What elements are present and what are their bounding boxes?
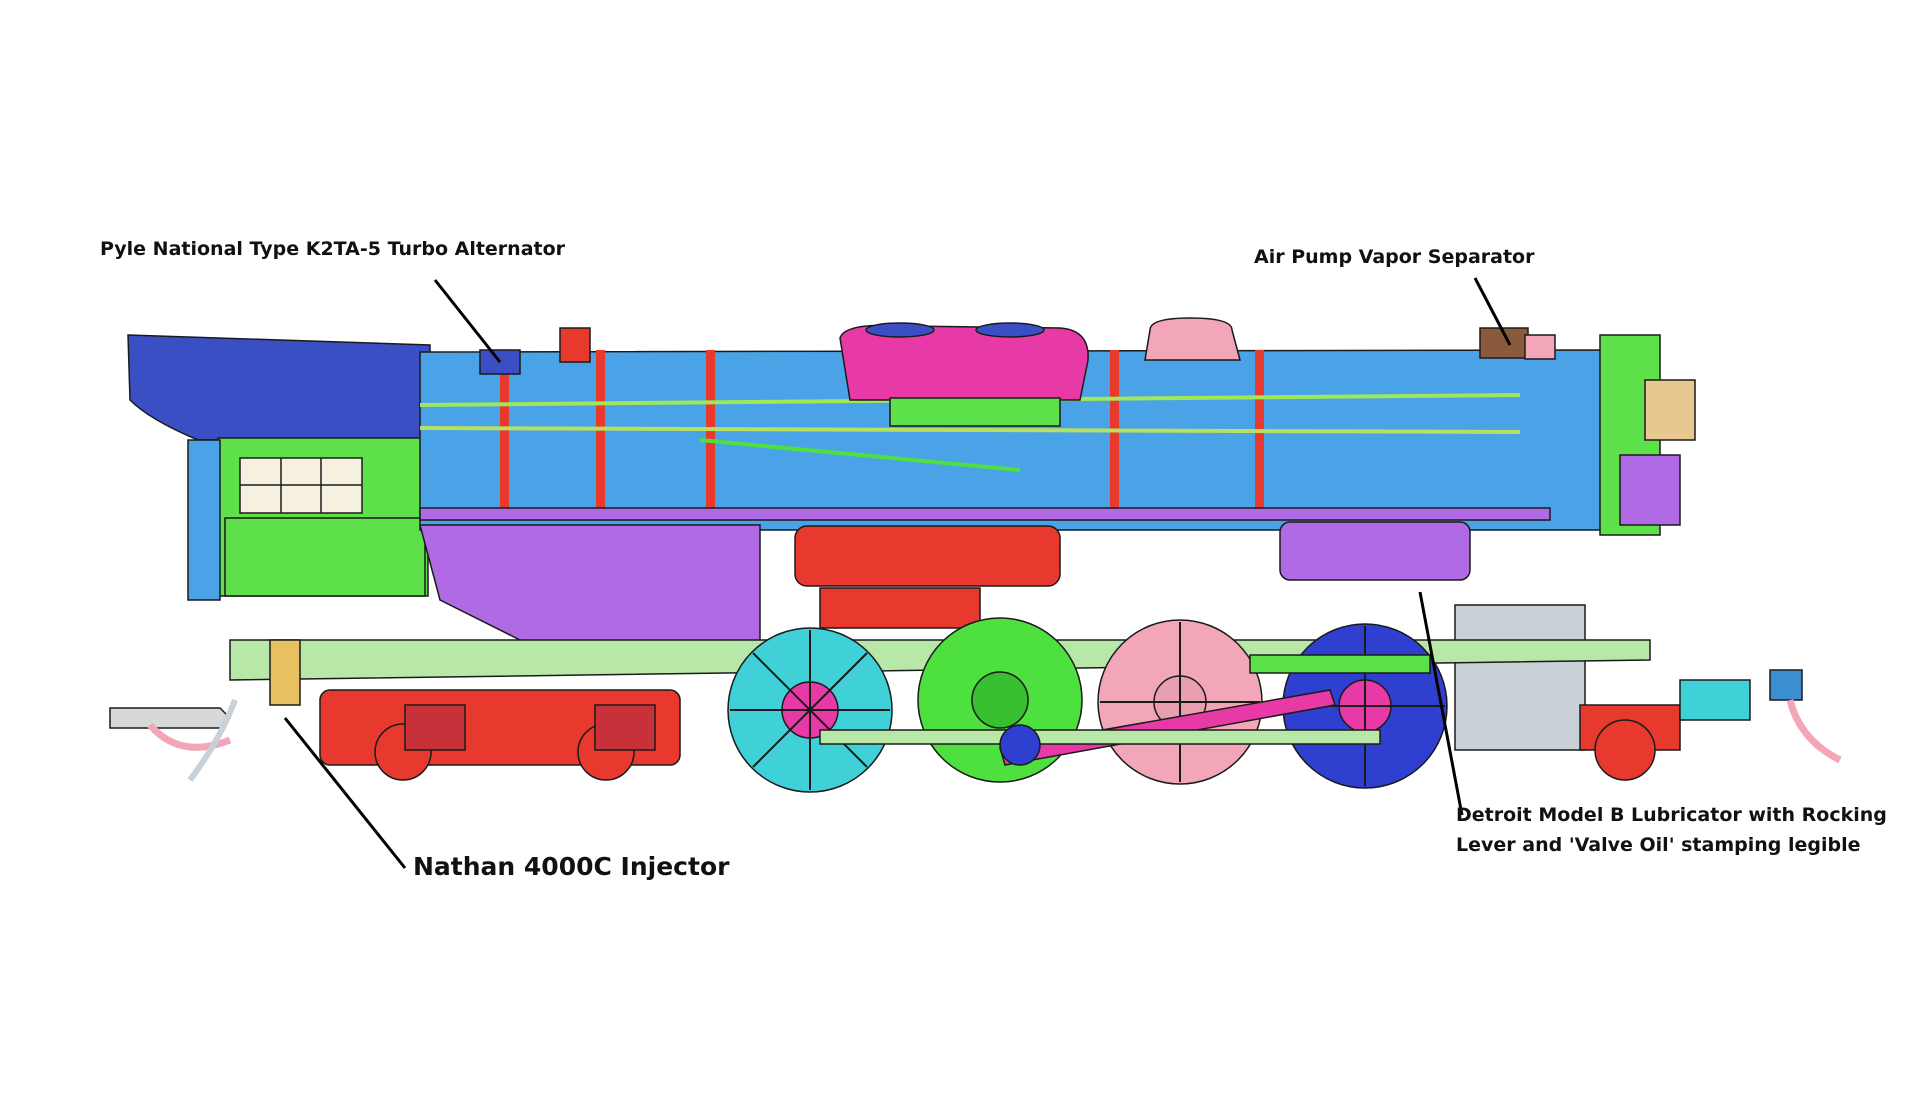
leader-lines: [283, 277, 1512, 869]
steam-dome: [1144, 317, 1241, 361]
dome-manifold: [889, 397, 1061, 427]
callout-lubricator: Detroit Model B Lubricator with Rocking …: [1456, 800, 1887, 860]
injector-body: [269, 639, 301, 706]
sand-dome: [839, 324, 1089, 401]
leading-truck: [1579, 704, 1681, 781]
running-board: [419, 507, 1551, 521]
air-tank-right: [1279, 521, 1471, 581]
callout-lubricator-line1: Detroit Model B Lubricator with Rocking: [1456, 804, 1887, 826]
pilot: [1679, 679, 1751, 721]
leader-detroit: [1418, 591, 1464, 816]
smokebox-end: [1619, 454, 1681, 526]
pump-top: [1524, 334, 1556, 360]
lubricator-box: [1454, 604, 1586, 751]
callout-turbo-alternator: Pyle National Type K2TA-5 Turbo Alternat…: [100, 238, 566, 260]
wheel-spokes: [730, 622, 1445, 790]
leader-nathan: [283, 717, 407, 869]
rear-coupler: [109, 707, 232, 729]
rear-hose: [147, 722, 232, 751]
cab-roof: [127, 334, 431, 441]
air-reservoir: [794, 525, 1061, 587]
main-rod: [999, 689, 1336, 766]
trailing-truck: [319, 689, 681, 781]
front-hose: [1786, 699, 1842, 764]
callout-lubricator-line2: Lever and 'Valve Oil' stamping legible: [1456, 834, 1861, 856]
headlight: [1644, 379, 1696, 441]
valve-gear: [1249, 654, 1431, 674]
side-rod: [819, 729, 1381, 745]
cab-lower: [224, 517, 426, 597]
leader-vapor: [1473, 277, 1512, 346]
locomotive-illustration: [109, 317, 1842, 793]
callout-vapor-separator: Air Pump Vapor Separator: [1254, 246, 1535, 268]
leader-turbo: [433, 279, 502, 363]
callout-injector: Nathan 4000C Injector: [413, 852, 730, 881]
front-coupler: [1769, 669, 1803, 701]
steam-cylinder: [819, 587, 981, 629]
